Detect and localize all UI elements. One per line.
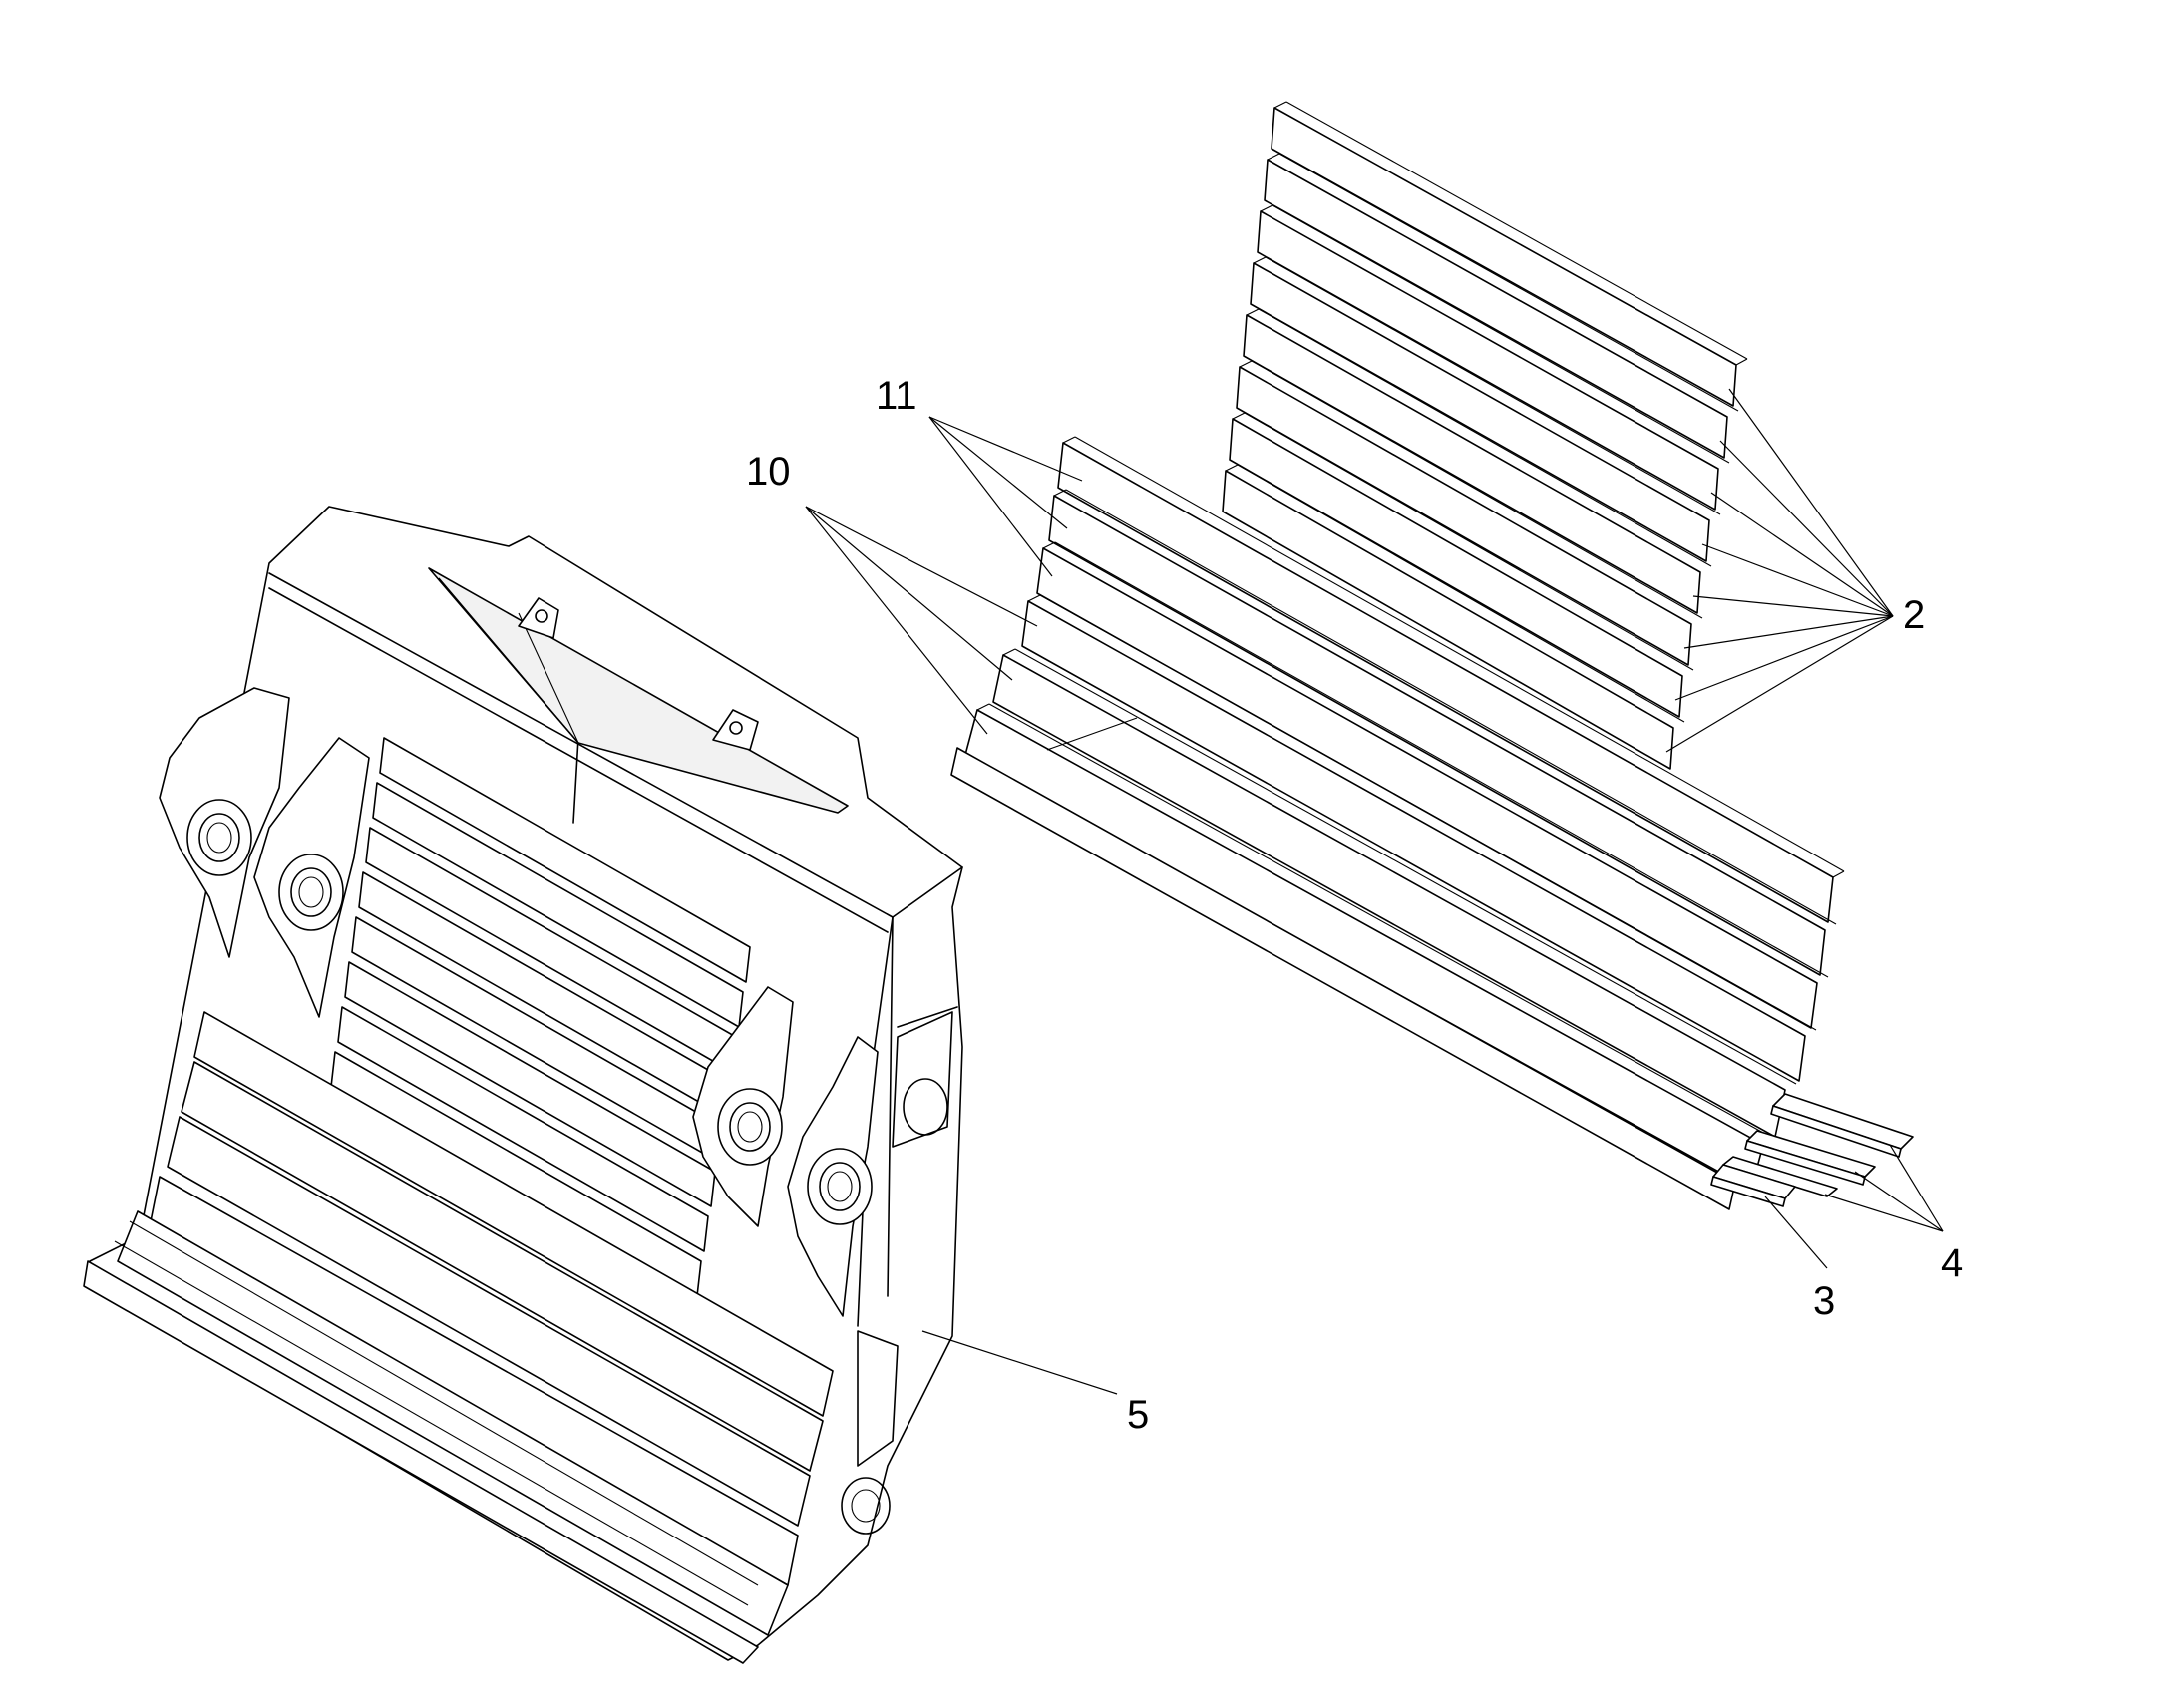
callout-2: 2 bbox=[1903, 593, 1925, 637]
wear-plate bbox=[1222, 464, 1685, 770]
wear-plate-base bbox=[950, 747, 1736, 1210]
hinge-bracket bbox=[159, 687, 290, 958]
upper-wear-plates bbox=[1222, 101, 1748, 770]
wear-plate-large bbox=[1048, 489, 1837, 976]
wear-plate bbox=[1243, 308, 1712, 614]
callout-3: 3 bbox=[1813, 1279, 1835, 1323]
lower-wear-plates bbox=[950, 436, 1845, 1210]
wear-plate bbox=[1229, 412, 1694, 718]
hinge-bracket bbox=[253, 737, 370, 1018]
wear-plate-large bbox=[1057, 436, 1845, 923]
wear-plate bbox=[1257, 204, 1730, 511]
hinge-bracket bbox=[692, 986, 794, 1227]
wear-plate-large bbox=[1036, 541, 1829, 1029]
wear-plate bbox=[1236, 360, 1703, 666]
hinge-bracket bbox=[787, 1036, 879, 1317]
callout-5: 5 bbox=[1127, 1393, 1149, 1437]
wear-plate-large bbox=[1021, 594, 1817, 1082]
housing bbox=[83, 506, 963, 1664]
end-plates bbox=[1710, 1093, 1914, 1207]
callout-11: 11 bbox=[876, 374, 917, 418]
housing-wear-plates-lower bbox=[83, 1011, 834, 1664]
leader-lines bbox=[438, 388, 1944, 1395]
housing-wear-plates-upper bbox=[330, 737, 751, 1297]
callout-4: 4 bbox=[1941, 1241, 1963, 1285]
wear-plate bbox=[1271, 101, 1748, 407]
callout-labels: 2 11 10 4 3 5 bbox=[746, 374, 1963, 1437]
wear-plate bbox=[1250, 256, 1721, 562]
callout-10: 10 bbox=[746, 450, 791, 494]
wear-plate bbox=[1264, 153, 1739, 459]
